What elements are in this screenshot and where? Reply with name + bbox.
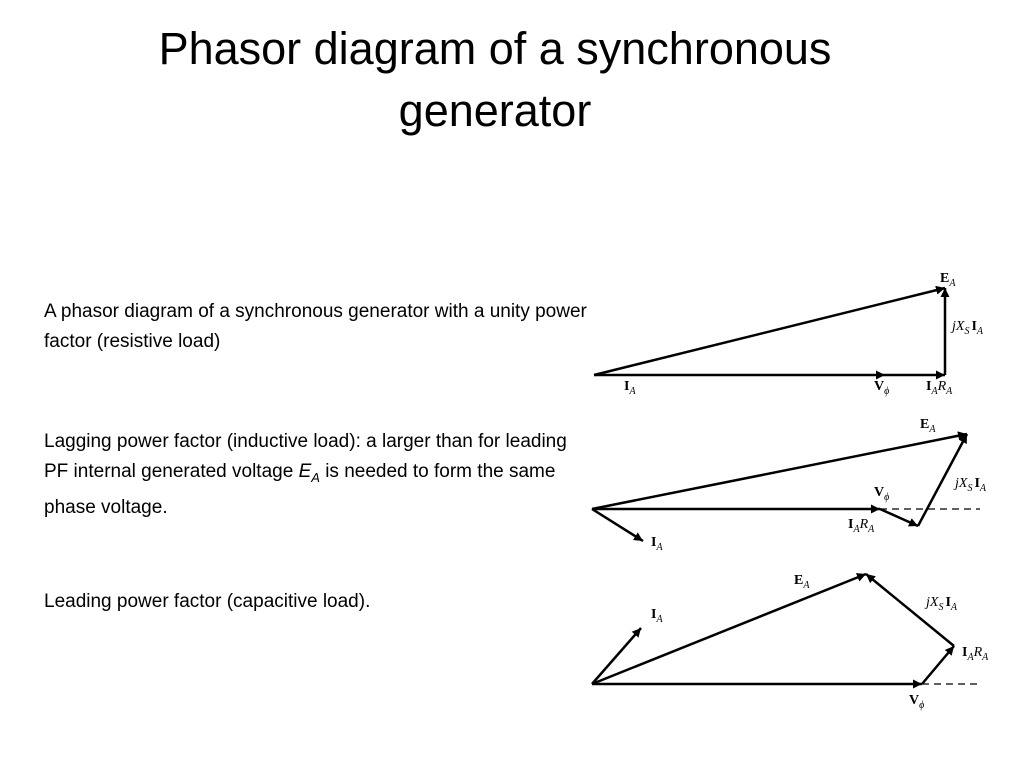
lagging-vphi-label: Vϕ [874, 485, 889, 503]
title-line-2: generator [398, 85, 592, 136]
caption-lagging-text-2: is needed to form the same phase voltage… [44, 461, 556, 518]
caption-unity-pf: A phasor diagram of a synchronous genera… [44, 301, 587, 352]
leading-ia-ra-label: IARA [962, 645, 989, 663]
title-line-1: Phasor diagram of a synchronous [158, 23, 832, 74]
leading-ia-label: IA [651, 607, 663, 625]
unity-ia-ra-label: IARA [926, 379, 953, 397]
leading-ia-ra-vector [921, 645, 955, 685]
lagging-ia-ra-label: IARA [848, 517, 875, 535]
slide-title: Phasor diagram of a synchronous generato… [60, 18, 930, 142]
lagging-jxs-ia-vector [916, 433, 969, 527]
lagging-ia-label: IA [651, 535, 663, 553]
lagging-ia-vector [591, 507, 644, 543]
leading-ea-label: EA [794, 573, 810, 591]
lagging-ea-vector [591, 431, 968, 511]
leading-ea-vector [591, 572, 867, 686]
lagging-ea-label: EA [920, 417, 936, 435]
unity-ea-vector [593, 285, 946, 377]
unity-vphi-label: Vϕ [874, 379, 889, 397]
caption-ea-symbol: EA [298, 461, 320, 485]
caption-lagging-text-1: Lagging power factor (inductive load): a… [44, 431, 567, 482]
lagging-ia-ra-vector [879, 507, 919, 528]
caption-leading-pf: Leading power factor (capacitive load). [44, 591, 371, 612]
caption-lagging-pf: Lagging power factor (inductive load): a… [44, 427, 589, 523]
leading-vphi-label: Vϕ [909, 693, 924, 711]
unity-ia-label: IA [624, 379, 636, 397]
unity-ea-label: EA [940, 271, 956, 289]
leading-jxs-ia-vector [865, 573, 955, 647]
leading-ia-vector [591, 627, 642, 685]
